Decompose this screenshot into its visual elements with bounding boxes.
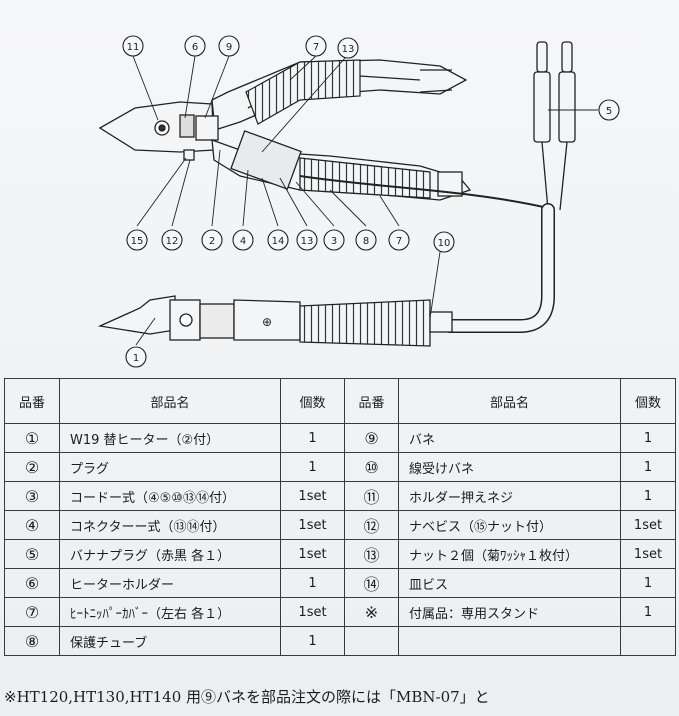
part-no: ⑥: [4, 568, 60, 598]
svg-text:12: 12: [166, 236, 179, 247]
banana-plugs: [533, 41, 576, 211]
svg-text:13: 13: [301, 236, 314, 247]
part-qty: 1set: [280, 597, 345, 627]
heat-cover-top: [245, 59, 361, 125]
table-row: ⑦ ﾋｰﾄﾆｯﾊﾟｰｶﾊﾞｰ（左右 各１） 1set ※ 付属品：専用スタンド …: [4, 597, 676, 627]
parts-list-table: 品番 部品名 個数 品番 部品名 個数 ① W19 替ヒーター（②付） 1 ⑨ …: [4, 378, 676, 656]
svg-text:14: 14: [272, 236, 285, 247]
part-no: ④: [4, 510, 60, 540]
svg-text:1: 1: [133, 353, 139, 364]
part-no: ⑪: [344, 481, 399, 511]
part-name: ヒーターホルダー: [59, 568, 281, 598]
table-row: ⑥ ヒーターホルダー 1 ⑭ 皿ビス 1: [4, 568, 676, 598]
svg-text:10: 10: [438, 238, 451, 249]
part-qty: 1set: [620, 510, 676, 540]
table-header-row: 品番 部品名 個数 品番 部品名 個数: [4, 378, 676, 424]
part-no: [344, 626, 399, 656]
part-qty: 1: [620, 597, 676, 627]
svg-text:6: 6: [192, 42, 198, 53]
part-no: ③: [4, 481, 60, 511]
heater-iron: ⊕: [97, 295, 453, 347]
cord-vertical: [443, 203, 555, 333]
part-no: ※: [344, 597, 399, 627]
part-no: ②: [4, 452, 60, 482]
svg-text:4: 4: [240, 236, 246, 247]
part-no: ⑭: [344, 568, 399, 598]
part-qty: 1: [280, 568, 345, 598]
part-name: 線受けバネ: [398, 452, 621, 482]
table-row: ① W19 替ヒーター（②付） 1 ⑨ バネ 1: [4, 423, 676, 453]
svg-text:5: 5: [606, 106, 612, 117]
part-qty: 1set: [620, 539, 676, 569]
svg-text:8: 8: [363, 236, 369, 247]
part-qty: 1: [280, 423, 345, 453]
svg-text:13: 13: [342, 44, 355, 55]
part-no: ⑤: [4, 539, 60, 569]
svg-text:11: 11: [127, 42, 140, 53]
table-row: ⑤ バナナプラグ（赤黒 各１） 1set ⑬ ナット２個（菊ﾜｯｼｬ１枚付） 1…: [4, 539, 676, 569]
part-qty: 1set: [280, 481, 345, 511]
part-qty: 1: [280, 452, 345, 482]
svg-text:9: 9: [226, 42, 232, 53]
part-no: ⑨: [344, 423, 399, 453]
part-qty: 1set: [280, 539, 345, 569]
part-no: ①: [4, 423, 60, 453]
header-part-name: 部品名: [59, 378, 281, 424]
part-name: コネクターー式（⑬⑭付）: [59, 510, 281, 540]
part-name: コードー式（④⑤⑩⑬⑭付）: [59, 481, 281, 511]
table-row: ③ コードー式（④⑤⑩⑬⑭付） 1set ⑪ ホルダー押えネジ 1: [4, 481, 676, 511]
part-qty: 1: [620, 423, 676, 453]
svg-text:⊕: ⊕: [262, 315, 272, 329]
part-no: ⑩: [344, 452, 399, 482]
part-no: ⑧: [4, 626, 60, 656]
svg-text:3: 3: [331, 236, 337, 247]
part-name: プラグ: [59, 452, 281, 482]
nipper-head: [98, 101, 219, 161]
part-name: 保護チューブ: [59, 626, 281, 656]
part-name: ナベビス（⑮ナット付）: [398, 510, 621, 540]
part-no: ⑬: [344, 539, 399, 569]
svg-text:7: 7: [313, 42, 319, 53]
parts-diagram: ⊕: [97, 35, 620, 368]
part-name: ナット２個（菊ﾜｯｼｬ１枚付）: [398, 539, 621, 569]
table-row: ④ コネクターー式（⑬⑭付） 1set ⑫ ナベビス（⑮ナット付） 1set: [4, 510, 676, 540]
part-qty: 1set: [280, 510, 345, 540]
part-name: バネ: [398, 423, 621, 453]
header-qty: 個数: [620, 378, 676, 424]
header-part-no: 品番: [4, 378, 60, 424]
part-qty: 1: [280, 626, 345, 656]
table-row: ⑧ 保護チューブ 1: [4, 626, 676, 656]
part-name: バナナプラグ（赤黒 各１）: [59, 539, 281, 569]
part-name: 皿ビス: [398, 568, 621, 598]
header-qty: 個数: [280, 378, 345, 424]
part-no: ⑫: [344, 510, 399, 540]
cord-upper: [299, 175, 549, 209]
part-name: W19 替ヒーター（②付）: [59, 423, 281, 453]
table-row: ② プラグ 1 ⑩ 線受けバネ 1: [4, 452, 676, 482]
part-name: ﾋｰﾄﾆｯﾊﾟｰｶﾊﾞｰ（左右 各１）: [59, 597, 281, 627]
part-qty: 1: [620, 568, 676, 598]
svg-text:15: 15: [131, 236, 144, 247]
footnote: ※HT120,HT130,HT140 用⑨バネを部品注文の際には「MBN-07」…: [4, 688, 490, 706]
part-qty: 1: [620, 452, 676, 482]
header-part-no: 品番: [344, 378, 399, 424]
part-qty: 1: [620, 481, 676, 511]
svg-text:2: 2: [209, 236, 215, 247]
svg-text:7: 7: [396, 236, 402, 247]
part-no: ⑦: [4, 597, 60, 627]
part-qty: [620, 626, 676, 656]
header-part-name: 部品名: [398, 378, 621, 424]
part-name: [398, 626, 621, 656]
part-name: 付属品：専用スタンド: [398, 597, 621, 627]
part-name: ホルダー押えネジ: [398, 481, 621, 511]
